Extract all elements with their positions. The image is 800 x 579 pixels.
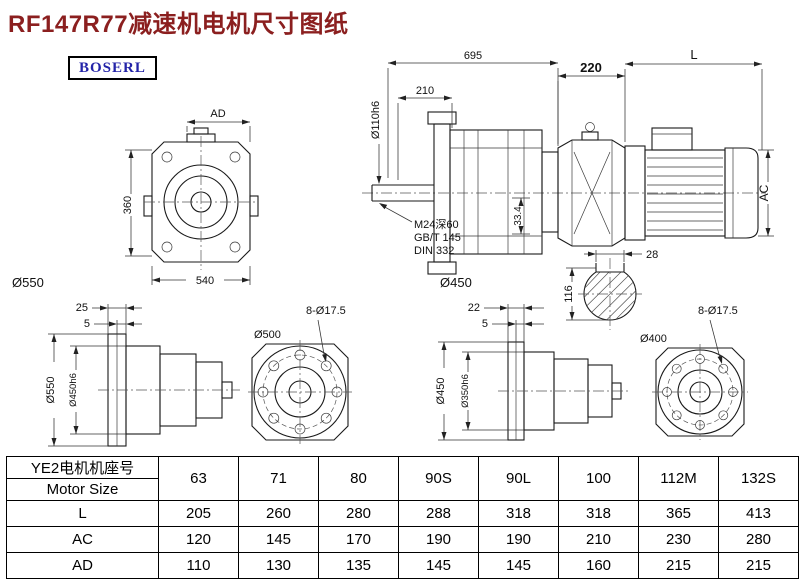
cell-AD-80: 135 bbox=[318, 552, 399, 579]
cell-AD-71: 130 bbox=[238, 552, 319, 579]
boserl-logo: BOSERL bbox=[68, 56, 157, 80]
dim-bolt-holes-2: 8-Ø17.5 bbox=[698, 305, 738, 317]
dim-bolt-holes-1: 8-Ø17.5 bbox=[306, 305, 346, 317]
dim-bolt-circle-500: Ø500 bbox=[254, 329, 281, 341]
dim-210: 210 bbox=[416, 85, 434, 97]
header-size-63: 63 bbox=[158, 456, 239, 501]
note-tapped-hole: M24深60 bbox=[414, 218, 459, 231]
cell-L-112m: 365 bbox=[638, 500, 719, 527]
dim-spigot-450h6: Ø450h6 bbox=[68, 373, 79, 407]
cell-L-90s: 288 bbox=[398, 500, 479, 527]
cell-L-71: 260 bbox=[238, 500, 319, 527]
flange-front-view-1: 8-Ø17.5 Ø500 bbox=[248, 305, 352, 444]
dim-key-width: 28 bbox=[646, 249, 658, 261]
cell-AC-112m: 230 bbox=[638, 526, 719, 553]
dim-5-a: 5 bbox=[84, 318, 90, 330]
page-title: RF147R77减速机电机尺寸图纸 bbox=[8, 11, 349, 38]
dim-L: L bbox=[690, 47, 697, 62]
dim-25: 25 bbox=[76, 302, 88, 314]
cell-L-100: 318 bbox=[558, 500, 639, 527]
dim-ad: AD bbox=[210, 108, 225, 120]
cell-AD-90l: 145 bbox=[478, 552, 559, 579]
dimension-table: YE2电机机座号 63 71 80 90S 90L 100 112M 132S … bbox=[6, 456, 799, 579]
header-size-90s: 90S bbox=[398, 456, 479, 501]
cell-AD-63: 110 bbox=[158, 552, 239, 579]
dim-33-4: 33.4 bbox=[513, 206, 524, 226]
motor-side-view: 220 L AC bbox=[557, 47, 774, 247]
header-size-112m: 112M bbox=[638, 456, 719, 501]
cell-AC-90s: 190 bbox=[398, 526, 479, 553]
shaft-cross-section: 28 116 bbox=[563, 249, 658, 330]
cell-L-63: 205 bbox=[158, 500, 239, 527]
dim-spigot-350h6: Ø350h6 bbox=[460, 374, 471, 408]
dim-ac: AC bbox=[757, 184, 771, 201]
dim-22: 22 bbox=[468, 302, 480, 314]
cell-L-80: 280 bbox=[318, 500, 399, 527]
flange-side-view-1: 25 5 Ø550 Ø450h6 bbox=[45, 302, 240, 447]
dim-116: 116 bbox=[563, 285, 575, 303]
table-row-AC: AC 120 145 170 190 190 210 230 280 bbox=[6, 526, 799, 553]
flange-front-view-2: 8-Ø17.5 Ø400 bbox=[640, 305, 748, 440]
row-label-L: L bbox=[6, 500, 159, 527]
cell-AD-100: 160 bbox=[558, 552, 639, 579]
cell-AC-90l: 190 bbox=[478, 526, 559, 553]
header-motor-size-cn: YE2电机机座号 bbox=[6, 456, 159, 479]
cell-AC-132s: 280 bbox=[718, 526, 799, 553]
gearbox-side-view: 695 210 Ø110h6 M24深60 GB/T 145 DIN 332 3… bbox=[362, 50, 766, 290]
dim-360: 360 bbox=[122, 196, 134, 214]
table-row-AD: AD 110 130 135 145 145 160 215 215 bbox=[6, 552, 799, 579]
cell-AC-80: 170 bbox=[318, 526, 399, 553]
label-flange-diameter: Ø550 bbox=[12, 275, 44, 290]
cell-AC-100: 210 bbox=[558, 526, 639, 553]
dim-540: 540 bbox=[196, 275, 214, 287]
dim-flange-450: Ø450 bbox=[435, 378, 447, 405]
header-motor-size-en: Motor Size bbox=[6, 478, 159, 501]
header-size-100: 100 bbox=[558, 456, 639, 501]
dim-flange-550: Ø550 bbox=[45, 377, 57, 404]
row-label-AD: AD bbox=[6, 552, 159, 579]
dim-5-b: 5 bbox=[482, 318, 488, 330]
cell-AC-71: 145 bbox=[238, 526, 319, 553]
cell-AC-63: 120 bbox=[158, 526, 239, 553]
cell-AD-90s: 145 bbox=[398, 552, 479, 579]
dim-shaft-diameter: Ø110h6 bbox=[370, 101, 382, 139]
flange-side-view-2: 22 5 Ø450 Ø350h6 bbox=[435, 302, 628, 441]
technical-drawing: AD 360 540 Ø550 695 210 Ø110h6 bbox=[12, 47, 774, 447]
header-size-90l: 90L bbox=[478, 456, 559, 501]
dim-bolt-circle-400: Ø400 bbox=[640, 333, 667, 345]
gearbox-front-view: AD 360 540 Ø550 bbox=[12, 108, 259, 290]
dim-695: 695 bbox=[464, 50, 482, 62]
label-housing-diameter: Ø450 bbox=[440, 275, 472, 290]
row-label-AC: AC bbox=[6, 526, 159, 553]
header-size-71: 71 bbox=[238, 456, 319, 501]
header-size-80: 80 bbox=[318, 456, 399, 501]
dim-220: 220 bbox=[580, 60, 602, 75]
table-row-L: L 205 260 280 288 318 318 365 413 bbox=[6, 500, 799, 527]
note-din332: DIN 332 bbox=[414, 245, 454, 257]
note-gbt145: GB/T 145 bbox=[414, 232, 461, 244]
cell-AD-132s: 215 bbox=[718, 552, 799, 579]
cell-L-132s: 413 bbox=[718, 500, 799, 527]
cell-AD-112m: 215 bbox=[638, 552, 719, 579]
header-size-132s: 132S bbox=[718, 456, 799, 501]
cell-L-90l: 318 bbox=[478, 500, 559, 527]
